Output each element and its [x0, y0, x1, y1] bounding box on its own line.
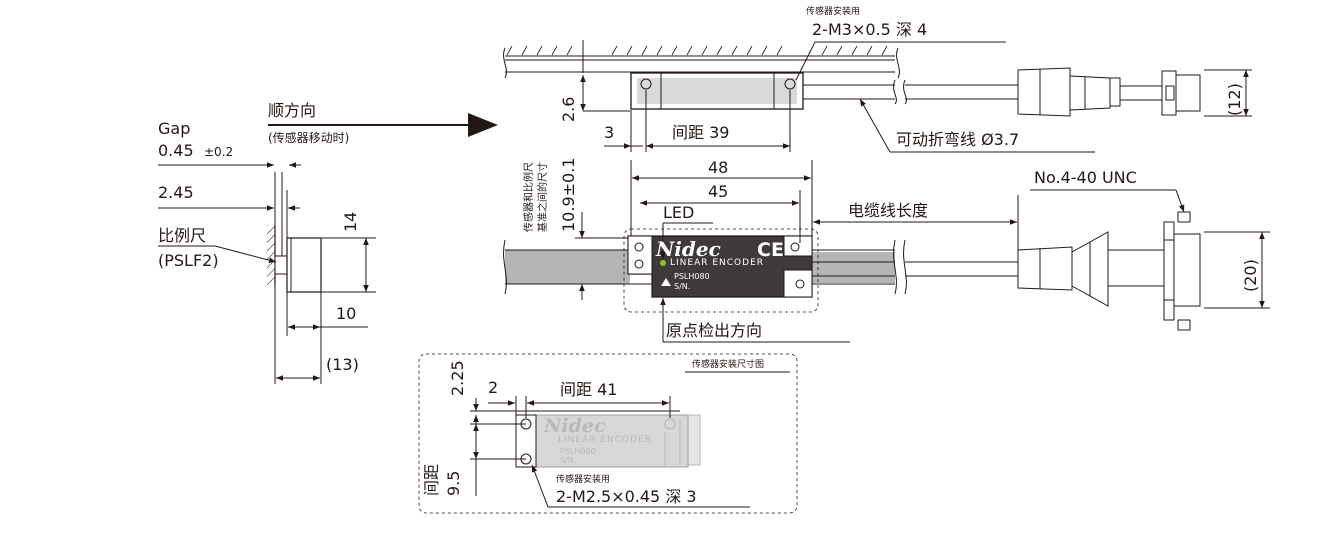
product-line: LINEAR ENCODER: [670, 258, 765, 268]
connector-spec: No.4-40 UNC: [1034, 168, 1137, 187]
top-cable: [803, 84, 1018, 100]
scale-label: 比例尺: [158, 226, 207, 245]
side-view: [158, 162, 376, 384]
mounting-detail-title: 传感器安装尺寸图: [692, 360, 765, 370]
mount-hole-front-right-bottom: [795, 279, 805, 289]
detail-mount-note: 传感器安装用: [556, 475, 611, 485]
mount-hole-front-right-top: [790, 242, 800, 252]
dim-14: 14: [341, 211, 360, 232]
warning-triangle-icon: [661, 278, 671, 286]
dim-2-45: 2.45: [158, 183, 194, 202]
ce-mark-icon: CE: [757, 239, 784, 261]
detail-mount-thread: 2-M2.5×0.45 深 3: [556, 487, 697, 506]
front-connector: [1017, 211, 1201, 331]
detail-pitch: 间距 41: [560, 380, 618, 399]
direction-arrow: [268, 113, 498, 137]
model-label: PSLH080: [674, 272, 710, 281]
mounting-detail-frame: [418, 353, 798, 514]
top-mount-thread: 2-M3×0.5 深 4: [812, 20, 928, 39]
top-hatch: [506, 45, 888, 56]
mount-hole-front-left-top: [634, 242, 644, 252]
serial-label: S/N.: [674, 282, 691, 291]
scale-model: (PSLF2): [158, 251, 219, 270]
mount-hole-front-left-bottom: [634, 259, 644, 269]
ghost-sensor: [515, 414, 689, 468]
led-label: LED: [663, 203, 695, 222]
dim-10: 10: [336, 304, 357, 323]
vertical-note-line1: 传感器和比例尺: [524, 162, 535, 232]
dim-2: 2: [488, 378, 499, 397]
gap-label: Gap: [158, 119, 191, 138]
direction-note: (传感器移动时): [268, 131, 350, 145]
origin-direction-label: 原点检出方向: [666, 321, 763, 340]
sensor-profile: [286, 237, 322, 293]
ghost-brand-logo: Nidec: [544, 415, 606, 437]
cable-label: 可动折弯线 Ø3.7: [896, 130, 1020, 149]
top-pitch: 间距 39: [672, 123, 730, 142]
top-dim-left: 3: [604, 123, 615, 142]
brand-logo: Nidec: [656, 237, 721, 261]
top-connector: [1017, 67, 1201, 117]
front-view: [503, 160, 1270, 343]
mount-hole-left-top: [640, 78, 652, 90]
front-cable: [812, 261, 1018, 277]
dim-13: (13): [326, 355, 359, 374]
top-view: [503, 40, 1252, 153]
scale-profile: [274, 255, 288, 275]
mount-hole-right-top: [784, 78, 796, 90]
vertical-note-line2: 基准之间的尺寸: [538, 162, 549, 232]
detail-pitch-vertical-label: 间距: [422, 463, 441, 496]
dim-48: 48: [708, 158, 729, 177]
front-connector-dim: (20): [1241, 259, 1260, 292]
scale-band: [505, 250, 630, 284]
gap-tolerance: ±0.2: [204, 145, 234, 159]
ghost-product-line: LINEAR ENCODER: [558, 435, 653, 445]
led-indicator: [660, 260, 666, 266]
detail-pitch-vertical-value: 9.5: [444, 470, 463, 496]
front-dim-height: 10.9±0.1: [559, 157, 578, 232]
ghost-serial: S/N.: [560, 456, 577, 465]
dim-45: 45: [708, 182, 729, 201]
dim-2-25: 2.25: [448, 360, 467, 396]
mounting-detail: [418, 353, 798, 514]
top-connector-dim: (12): [1225, 83, 1244, 116]
top-dim-height: 2.6: [559, 96, 578, 122]
top-mount-note: 传感器安装用: [806, 7, 861, 17]
direction-label: 顺方向: [268, 101, 317, 120]
gap-value: 0.45: [158, 141, 194, 160]
cable-length-label: 电缆线长度: [848, 201, 929, 220]
ghost-model: PSLH080: [560, 447, 596, 456]
